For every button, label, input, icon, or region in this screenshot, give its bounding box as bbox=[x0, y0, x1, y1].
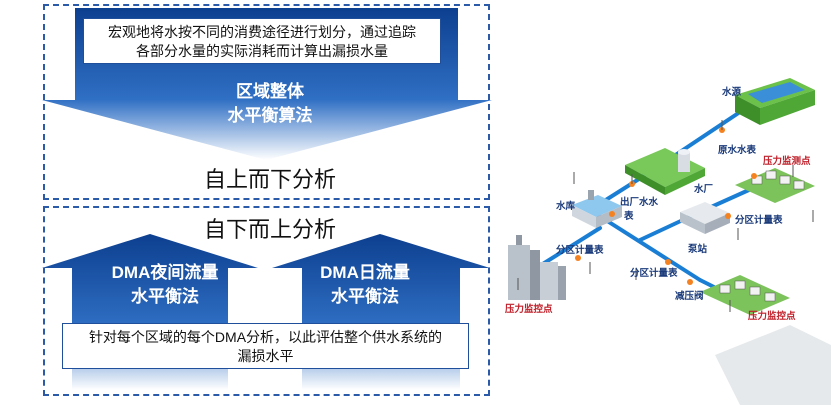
bottom-up-title: 自下而上分析 bbox=[203, 217, 336, 242]
label-water-source: 水源 bbox=[722, 87, 742, 98]
label-pressure-monitor-left: 压力监控点 bbox=[505, 304, 553, 315]
label-pressure-monitor-bottom: 压力监控点 bbox=[748, 311, 796, 322]
label-pressure-reducing-valve: 减压阀 bbox=[675, 291, 704, 302]
label-pressure-monitor-top: 压力监测点 bbox=[763, 156, 811, 167]
left-arrow-line1: DMA夜间流量 bbox=[111, 263, 219, 282]
label-water-plant: 水厂 bbox=[694, 184, 714, 195]
label-outlet-meter-line2: 表 bbox=[624, 211, 634, 222]
daily-flow-method: DMA日流量 水平衡法 bbox=[280, 261, 450, 309]
antenna-icon bbox=[517, 120, 814, 312]
night-flow-method: DMA夜间流量 水平衡法 bbox=[80, 261, 250, 309]
bottom-up-description: 针对每个区域的每个DMA分析，以此评估整个供水系统的 漏损水平 bbox=[62, 323, 469, 369]
label-outlet-meter: 出厂水水 表 bbox=[620, 194, 658, 222]
bottom-caption-line2: 漏损水平 bbox=[237, 348, 294, 364]
water-plant-block bbox=[625, 148, 705, 187]
city-buildings bbox=[508, 235, 566, 300]
top-caption-line1: 宏观地将水按不同的消费途径进行划分，通过追踪 bbox=[108, 24, 416, 40]
watermark-logo bbox=[715, 325, 831, 405]
top-down-title: 自上而下分析 bbox=[203, 167, 336, 192]
bottom-up-panel bbox=[43, 206, 490, 396]
reservoir-block bbox=[572, 195, 622, 217]
label-zone-meter-left: 分区计量表 bbox=[556, 245, 604, 256]
bottom-caption-line1: 针对每个区域的每个DMA分析，以此评估整个供水系统的 bbox=[88, 329, 443, 345]
label-raw-water-meter: 原水水表 bbox=[718, 145, 757, 156]
left-arrow-line2: 水平衡法 bbox=[131, 287, 199, 306]
top-caption-line2: 各部分水量的实际消耗而计算出漏损水量 bbox=[136, 43, 388, 59]
label-pump-station: 泵站 bbox=[688, 244, 708, 255]
top-down-description: 宏观地将水按不同的消费途径进行划分，通过追踪 各部分水量的实际消耗而计算出漏损水… bbox=[83, 18, 441, 64]
right-arrow-line2: 水平衡法 bbox=[331, 287, 399, 306]
label-zone-meter-bottom: 分区计量表 bbox=[630, 268, 678, 279]
top-arrow-line1: 区域整体 bbox=[236, 82, 304, 101]
top-arrow-line2: 水平衡算法 bbox=[227, 106, 313, 125]
label-outlet-meter-line1: 出厂水水 bbox=[620, 197, 659, 208]
label-reservoir: 水库 bbox=[556, 201, 576, 212]
top-down-method: 区域整体 水平衡算法 bbox=[180, 80, 360, 128]
label-zone-meter-right: 分区计量表 bbox=[735, 215, 783, 226]
right-arrow-line1: DMA日流量 bbox=[320, 263, 410, 282]
top-down-panel bbox=[43, 4, 490, 200]
